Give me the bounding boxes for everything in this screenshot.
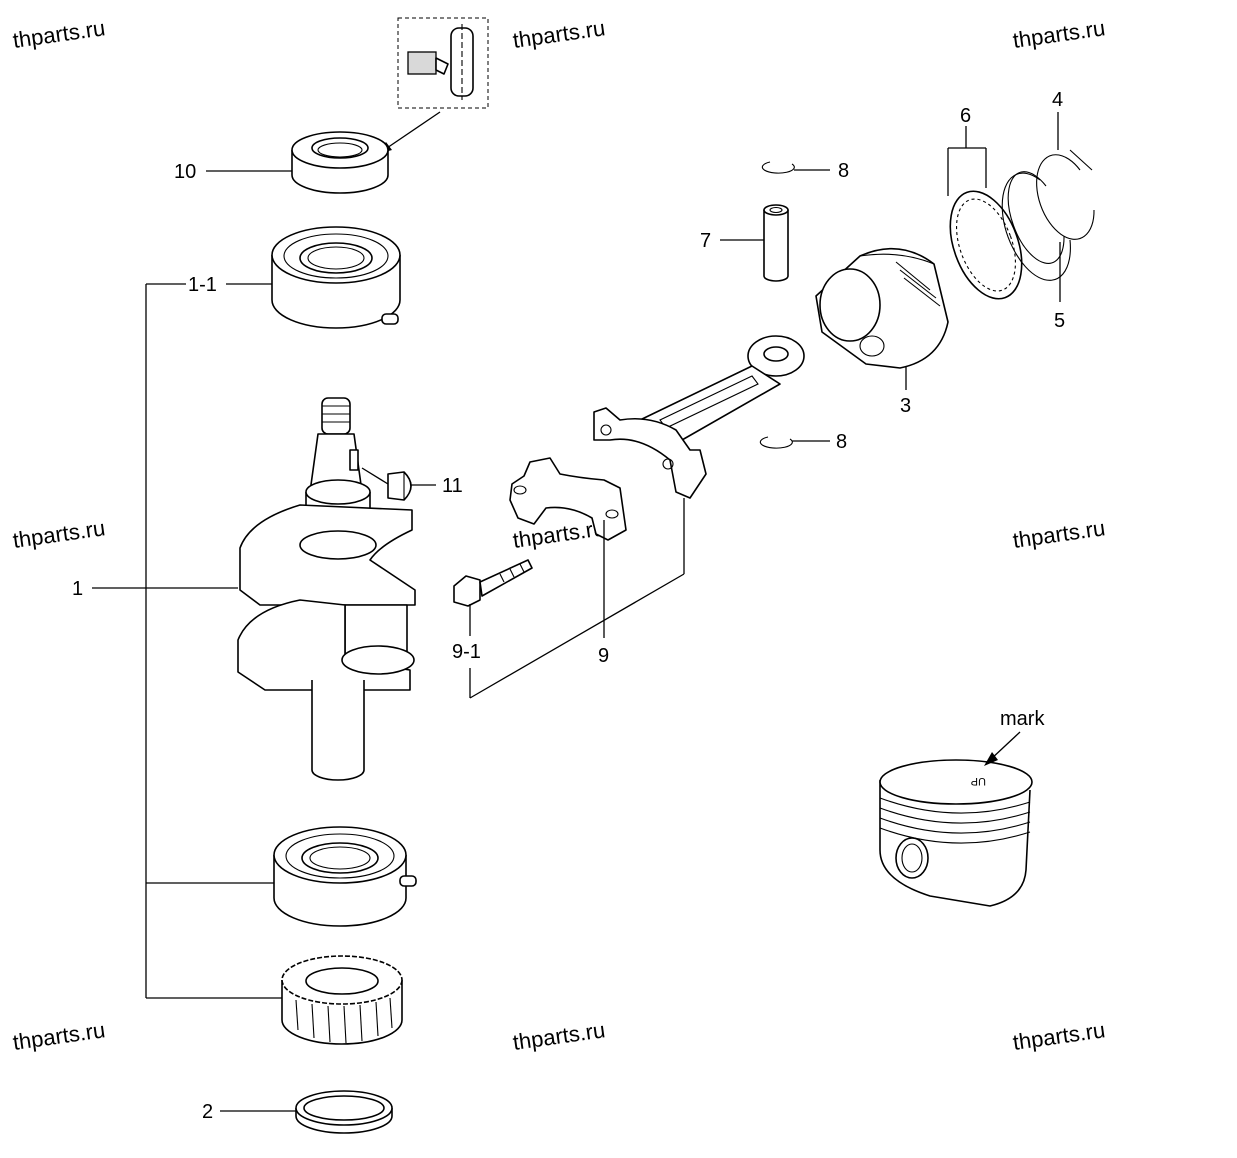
rod-cap [509, 457, 627, 541]
callout-4: 4 [1052, 89, 1063, 111]
mark-arrow [984, 731, 1021, 766]
watermark: thparts.ru [11, 515, 107, 553]
callout-1-1: 1-1 [188, 274, 217, 296]
callout-9: 9 [598, 645, 609, 667]
circlip-lower [759, 436, 793, 449]
piston-pin [763, 204, 789, 282]
callout-8-lower: 8 [836, 431, 847, 453]
rod-bolt [453, 559, 533, 607]
compression-ring-lower [1001, 171, 1071, 281]
callout-3: 3 [900, 395, 911, 417]
callout-1: 1 [72, 578, 83, 600]
crankshaft [237, 397, 416, 781]
callout-10: 10 [174, 161, 196, 183]
watermark: thparts.ru [511, 1017, 607, 1055]
woodruff-key [387, 471, 412, 501]
watermark: thparts.ru [1011, 1017, 1107, 1055]
circlip-upper [761, 161, 795, 174]
callout-2: 2 [202, 1101, 213, 1123]
watermarks: thparts.ru thparts.ru thparts.ru thparts… [11, 15, 1107, 1055]
callout-7: 7 [700, 230, 711, 252]
mark-label: mark [1000, 708, 1045, 730]
callouts: 10 1-1 1 11 2 8 8 7 3 6 4 5 9 9-1 mark [72, 89, 1065, 1123]
piston-up-marking: UP [971, 775, 986, 787]
callout-5: 5 [1054, 310, 1065, 332]
callout-6: 6 [960, 105, 971, 127]
watermark: thparts.ru [1011, 15, 1107, 53]
callout-9-1: 9-1 [452, 641, 481, 663]
callout-11: 11 [442, 475, 463, 497]
crank-gear [281, 955, 403, 1045]
upper-bearing [271, 226, 401, 329]
watermark: thparts.ru [11, 15, 107, 53]
piston [815, 247, 949, 369]
leader-lines [92, 112, 1061, 1112]
connecting-rod [593, 335, 805, 499]
compression-ring-top [1036, 149, 1095, 240]
watermark: thparts.ru [511, 15, 607, 53]
seal-detail-inset [397, 17, 489, 109]
oil-ring [949, 190, 1023, 300]
watermark: thparts.ru [11, 1017, 107, 1055]
piston-marked: UP [879, 759, 1033, 907]
watermark: thparts.ru [1011, 515, 1107, 553]
lower-bearing [273, 826, 417, 927]
callout-8-upper: 8 [838, 160, 849, 182]
oil-seal [291, 131, 389, 194]
thrust-washer [295, 1090, 393, 1134]
